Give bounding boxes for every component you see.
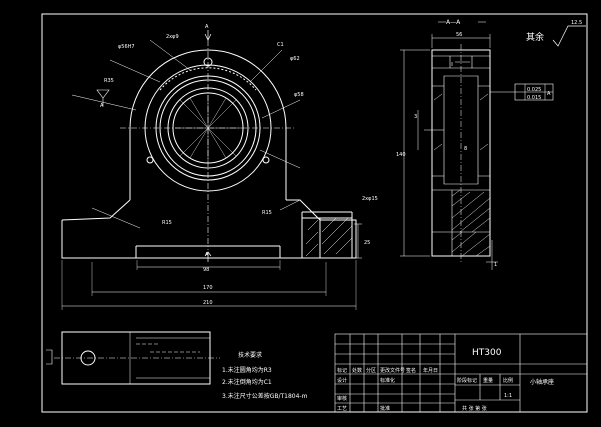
tech-req-item-1: 1.未注圆角均为R3 [222, 366, 272, 374]
small-dim-label: 8 [464, 146, 467, 152]
spot-face-label: 2xφ15 [362, 196, 378, 202]
dim-170-label: 170 [203, 285, 213, 291]
border-frame [41, 13, 588, 413]
title-block [334, 333, 588, 413]
side-view [400, 21, 554, 270]
tech-req-item-2: 2.未注倒角均为C1 [222, 378, 272, 386]
gtol-value-2: 0.015 [527, 95, 541, 101]
tb-label-weight: 重量 [483, 377, 493, 384]
tb-label-design: 设计 [337, 377, 347, 384]
leader-lines [71, 39, 301, 229]
top-view [46, 331, 220, 385]
datum-symbol [96, 89, 110, 106]
section-title: A—A [446, 19, 461, 26]
front-view [61, 30, 362, 310]
bore-section [443, 75, 479, 185]
bore-label: φ56H7 [118, 44, 135, 50]
tb-label-standard: 标准化 [380, 377, 395, 384]
dim-210-label: 210 [203, 300, 213, 306]
radius-label-2: R15 [162, 220, 172, 226]
material-label: HT300 [472, 348, 502, 358]
chamfer-label: C1 [277, 42, 284, 48]
gtol-value-1: 0.025 [527, 87, 541, 93]
dim-98-label: 98 [203, 267, 209, 273]
tb-label-scale: 比例 [503, 377, 513, 384]
tb-label-approve: 批准 [380, 405, 390, 412]
top-view-hole [80, 350, 96, 366]
spot-face-block [301, 217, 353, 259]
section-mark-top: A [205, 24, 209, 30]
tb-label-zone: 分区 [366, 367, 376, 374]
datum-label: A [100, 103, 104, 109]
scale-value: 1:1 [504, 393, 512, 399]
diameter-label-2: φ62 [290, 56, 300, 62]
radius-label: R35 [104, 78, 114, 84]
tech-req-item-3: 3.未注尺寸公差按GB/T1804-m [222, 392, 308, 400]
hole-label: 2xφ9 [166, 34, 179, 40]
tb-label-mark: 标记 [337, 367, 347, 374]
tb-label-stage: 阶段标记 [457, 377, 477, 384]
tb-label-date: 年月日 [423, 367, 438, 374]
spot-face-hatch [305, 217, 353, 257]
roughness-label: 其余 [526, 31, 544, 43]
tb-label-sign: 签名 [406, 367, 416, 374]
roughness-value: 12.5 [571, 20, 582, 26]
offset-dim-label: 3 [414, 114, 417, 120]
base-outline [61, 199, 357, 259]
section-mark-bottom: A [205, 252, 209, 258]
dimension-lines [62, 266, 356, 307]
roughness-symbol [552, 25, 586, 47]
tb-label-sheets: 共 张 第 张 [462, 405, 487, 412]
tb-label-review: 审核 [337, 395, 347, 402]
tb-label-count: 处数 [352, 367, 362, 374]
tb-label-change-doc: 更改文件号 [380, 367, 405, 374]
width-dim-label: 56 [456, 32, 462, 38]
gtol-datum: A [547, 91, 551, 97]
bottom-dim-label: 1 [494, 262, 497, 268]
diameter-label-1: φ58 [294, 92, 304, 98]
bolt-hole-right [262, 156, 270, 164]
height-dim-label-side: 140 [396, 152, 406, 158]
part-name: 小轴承座 [530, 378, 554, 386]
radius-label-3: R15 [262, 210, 272, 216]
tech-req-title: 技术要求 [238, 351, 262, 359]
tb-label-process: 工艺 [337, 406, 347, 412]
height-dim-label: 25 [364, 240, 370, 246]
housing-outline [129, 49, 287, 200]
bolt-hole-left [146, 156, 154, 164]
section-arrows [204, 30, 212, 262]
